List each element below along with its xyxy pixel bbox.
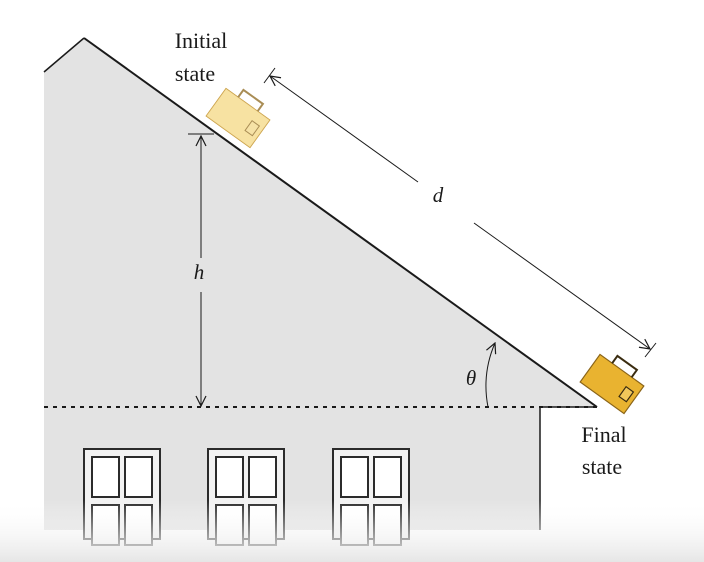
final-state-label-line2: state — [582, 454, 622, 479]
distance-label: d — [433, 183, 444, 207]
final-state-box — [579, 353, 645, 415]
roof-left-slope — [43, 37, 85, 73]
final-state-label-line1: Final — [581, 422, 626, 447]
angle-marker: θ — [466, 343, 495, 408]
height-dimension: h — [188, 133, 214, 406]
bottom-fade — [0, 500, 704, 562]
initial-state-label-line1: Initial — [175, 28, 228, 53]
angle-label: θ — [466, 366, 476, 390]
initial-state-box — [205, 87, 271, 149]
height-label: h — [194, 260, 205, 284]
initial-state-label-line2: state — [175, 61, 215, 86]
roof-incline — [83, 37, 598, 408]
distance-dimension: d — [263, 67, 657, 358]
